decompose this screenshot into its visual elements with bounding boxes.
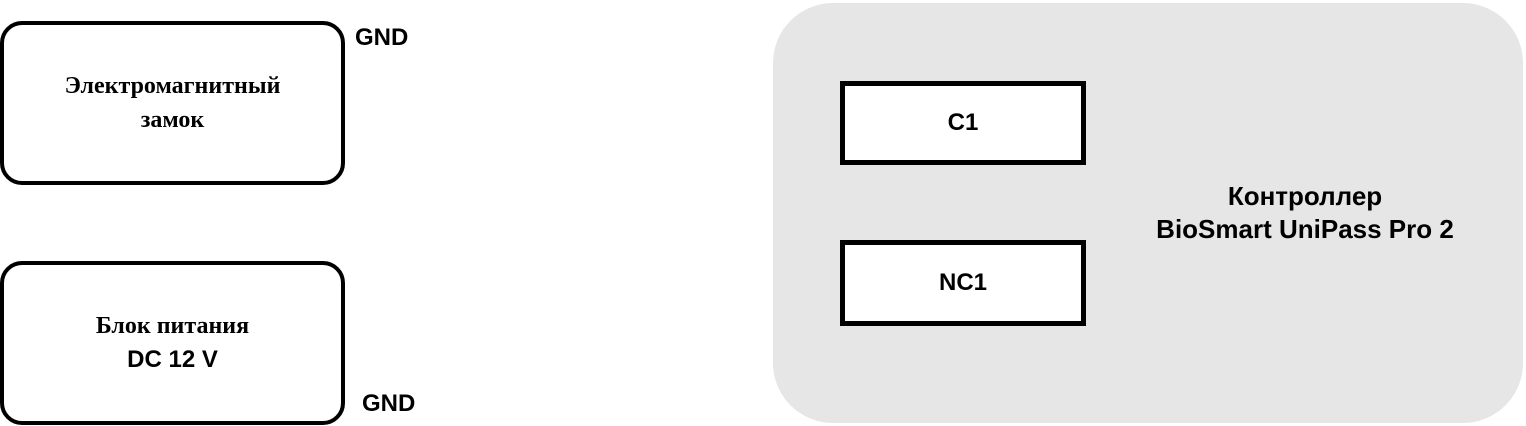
- controller-block: [773, 3, 1523, 423]
- lock-label-line2: замок: [140, 107, 205, 133]
- psu-label-line1: Блок питания: [95, 313, 250, 339]
- lock-label-line1: Электромагнитный: [64, 73, 281, 99]
- lock-gnd-label: GND: [355, 24, 409, 51]
- controller-label-line1: Контроллер: [1227, 181, 1383, 211]
- lock-block: Электромагнитный замок: [0, 21, 345, 185]
- power-supply-block: Блок питания DC 12 V: [0, 261, 345, 425]
- terminal-nc1: NC1: [840, 240, 1086, 326]
- terminal-c1: C1: [840, 81, 1086, 165]
- controller-label: Контроллер BioSmart UniPass Pro 2: [1135, 180, 1475, 246]
- psu-gnd-label: GND: [362, 390, 416, 417]
- psu-label-line2: DC 12 V: [127, 346, 218, 373]
- controller-label-line2: BioSmart UniPass Pro 2: [1156, 214, 1454, 244]
